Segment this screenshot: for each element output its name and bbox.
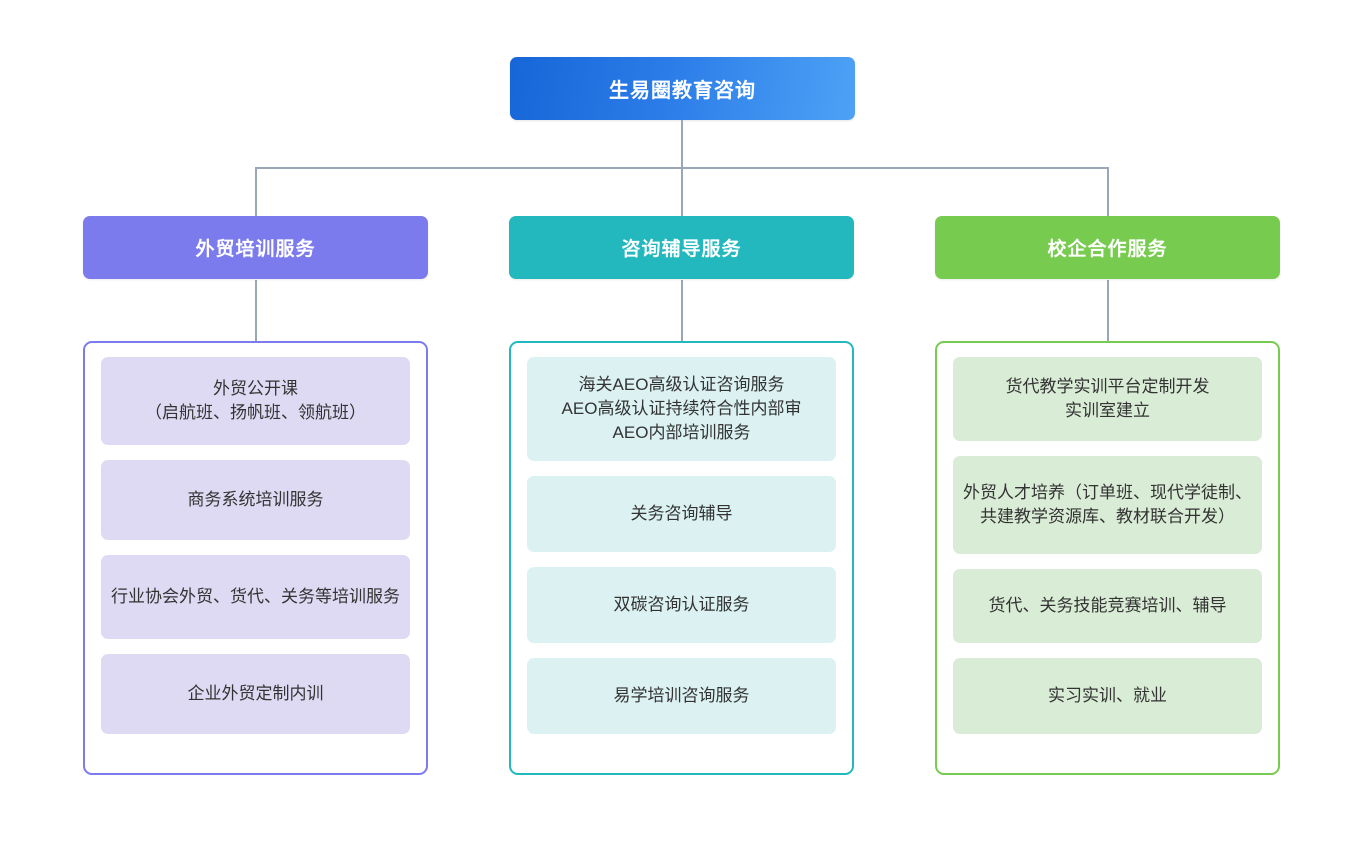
connector-panel-2-vertical: [681, 280, 683, 342]
list-item[interactable]: 企业外贸定制内训: [101, 654, 410, 734]
list-item[interactable]: 易学培训咨询服务: [527, 658, 836, 734]
connector-panel-1-vertical: [255, 280, 257, 342]
category-header-label: 咨询辅导服务: [621, 239, 742, 260]
list-item[interactable]: 双碳咨询认证服务: [527, 567, 836, 643]
connector-branch-3-vertical: [1107, 167, 1109, 216]
connector-branch-2-vertical: [681, 167, 683, 216]
category-header-label: 校企合作服务: [1047, 239, 1168, 260]
list-item[interactable]: 海关AEO高级认证咨询服务 AEO高级认证持续符合性内部审 AEO内部培训服务: [527, 357, 836, 461]
category-header-label: 外贸培训服务: [195, 239, 316, 260]
list-item[interactable]: 货代、关务技能竞赛培训、辅导: [953, 569, 1262, 643]
list-item[interactable]: 商务系统培训服务: [101, 460, 410, 540]
list-item[interactable]: 关务咨询辅导: [527, 476, 836, 552]
category-header-consulting[interactable]: 咨询辅导服务: [509, 216, 854, 279]
panel-training: 外贸公开课 （启航班、扬帆班、领航班） 商务系统培训服务 行业协会外贸、货代、关…: [83, 341, 428, 775]
root-node-label: 生易圈教育咨询: [609, 80, 756, 102]
list-item[interactable]: 行业协会外贸、货代、关务等培训服务: [101, 555, 410, 639]
list-item[interactable]: 外贸公开课 （启航班、扬帆班、领航班）: [101, 357, 410, 445]
root-node[interactable]: 生易圈教育咨询: [510, 57, 855, 120]
list-item[interactable]: 外贸人才培养（订单班、现代学徒制、共建教学资源库、教材联合开发）: [953, 456, 1262, 554]
connector-root-vertical: [681, 120, 683, 168]
panel-consulting: 海关AEO高级认证咨询服务 AEO高级认证持续符合性内部审 AEO内部培训服务 …: [509, 341, 854, 775]
connector-branch-1-vertical: [255, 167, 257, 216]
panel-school-enterprise: 货代教学实训平台定制开发 实训室建立 外贸人才培养（订单班、现代学徒制、共建教学…: [935, 341, 1280, 775]
list-item[interactable]: 实习实训、就业: [953, 658, 1262, 734]
category-header-school-enterprise[interactable]: 校企合作服务: [935, 216, 1280, 279]
list-item[interactable]: 货代教学实训平台定制开发 实训室建立: [953, 357, 1262, 441]
category-header-training[interactable]: 外贸培训服务: [83, 216, 428, 279]
connector-panel-3-vertical: [1107, 280, 1109, 342]
